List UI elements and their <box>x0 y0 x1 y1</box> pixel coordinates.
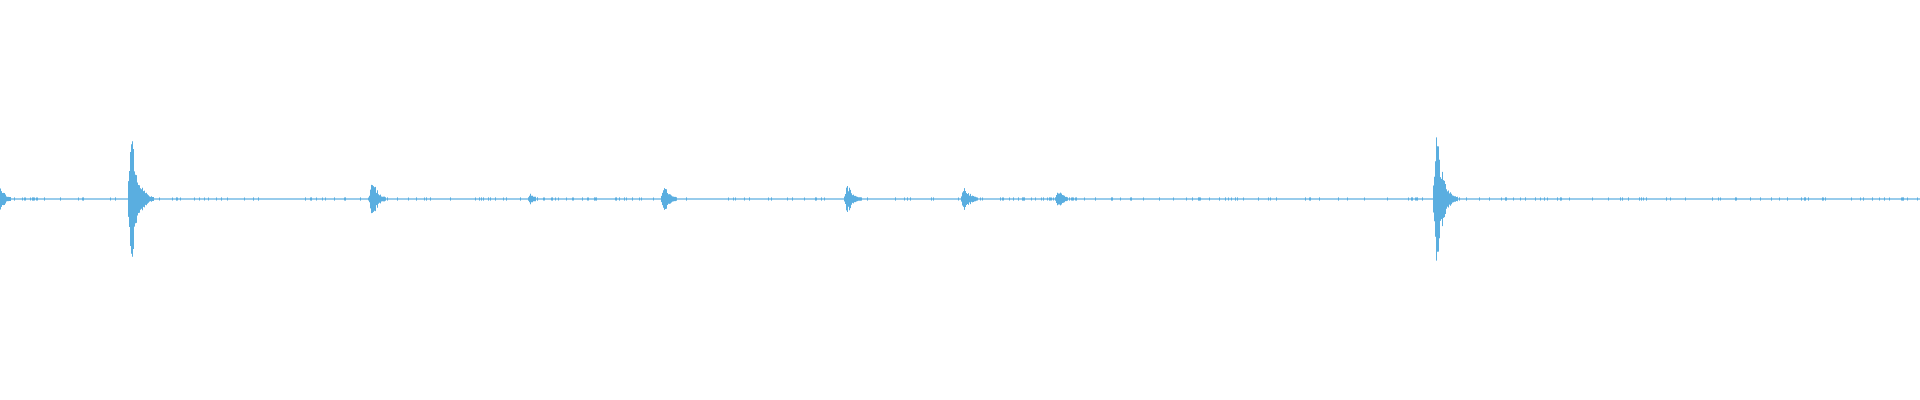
waveform-bars <box>0 137 1918 261</box>
